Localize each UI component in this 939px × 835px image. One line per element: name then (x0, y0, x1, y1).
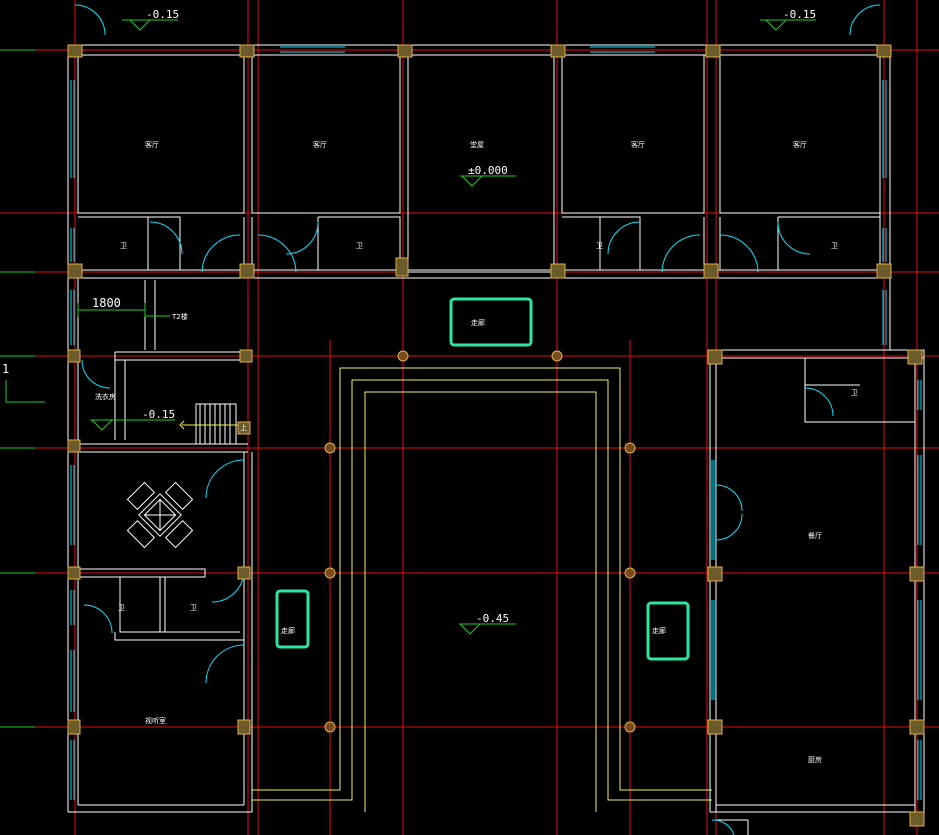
room-labels: 客厅 客厅 堂屋 客厅 客厅 卫 卫 卫 卫 走廊 洗衣房 卫 餐厅 卫 卫 走… (95, 140, 858, 764)
room-label-corridor-top: 走廊 (471, 318, 485, 327)
axis-marker-text: 1 (2, 362, 9, 376)
room-label-laundry: 洗衣房 (95, 392, 116, 401)
dimension-1800: 1800 (77, 296, 146, 317)
dining-table-symbol (126, 481, 194, 549)
room-label-kitchen: 厨房 (808, 755, 822, 764)
stair-up-text: 上 (240, 423, 247, 432)
room-label-hall: 堂屋 (470, 140, 484, 149)
level-marker-courtyard: -0.45 (458, 612, 516, 635)
room-label-guest-3: 客厅 (631, 140, 645, 149)
dimension-text: 1800 (92, 296, 121, 310)
room-label-corridor-left: 走廊 (281, 626, 295, 635)
room-label-wc-5: 卫 (118, 604, 125, 612)
courtyard-outline (252, 367, 712, 812)
room-label-av-room: 视听室 (145, 716, 166, 725)
stair (179, 403, 240, 445)
level-text-hall: ±0.000 (468, 164, 508, 177)
room-label-wc-right: 卫 (851, 389, 858, 397)
axis-ticks (0, 49, 35, 728)
round-columns (324, 350, 636, 733)
room-label-guest-2: 客厅 (313, 140, 327, 149)
room-label-restaurant: 餐厅 (808, 531, 822, 540)
room-label-guest-1: 客厅 (145, 140, 159, 149)
level-text-top-right: -0.15 (783, 8, 816, 21)
room-label-guest-4: 客厅 (793, 140, 807, 149)
level-marker-stair: -0.15 (90, 408, 175, 431)
room-label-wc-4: 卫 (831, 242, 838, 250)
axis-marker: 1 (2, 362, 45, 403)
level-marker-hall: ±0.000 (460, 164, 516, 187)
room-label-corridor-right: 走廊 (652, 626, 666, 635)
highlight-corridor-right (646, 601, 690, 661)
room-label-wc-6: 卫 (190, 604, 197, 612)
level-marker-top-left: -0.15 (122, 8, 179, 31)
room-label-wc-2: 卫 (356, 242, 363, 250)
level-text-stair: -0.15 (142, 408, 175, 421)
door-swings (74, 4, 881, 835)
level-text-top-left: -0.15 (146, 8, 179, 21)
room-label-wc-3: 卫 (596, 242, 603, 250)
room-label-wc-1: 卫 (120, 242, 127, 250)
stair-note-text: T2楼 (171, 312, 188, 321)
windows (70, 46, 922, 800)
columns (67, 44, 925, 827)
stair-note: T2楼 上 (145, 312, 247, 432)
level-text-courtyard: -0.45 (476, 612, 509, 625)
highlight-corridor-left (275, 589, 310, 649)
highlight-corridor-top (449, 297, 533, 347)
level-marker-top-right: -0.15 (760, 8, 816, 31)
